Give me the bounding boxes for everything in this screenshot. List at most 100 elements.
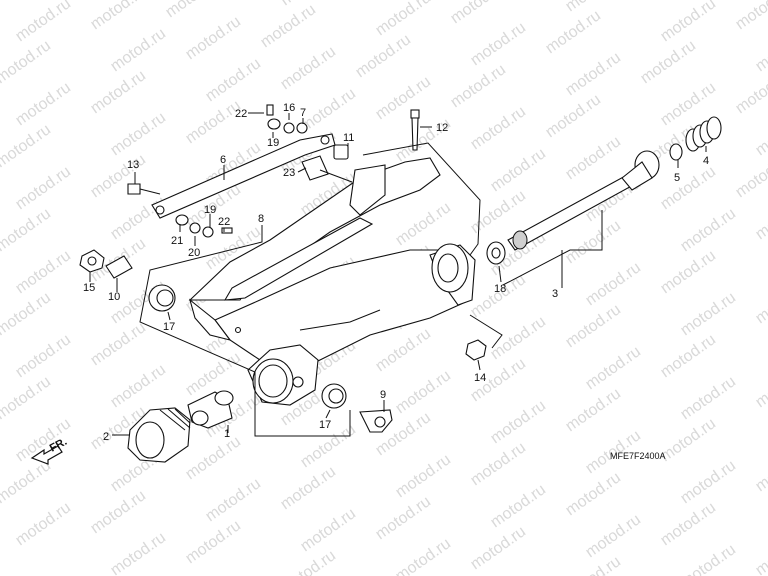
watermark-text: motod.ru [543,7,604,57]
part-number: 22 [218,216,230,228]
watermark-text: motod.ru [278,463,339,513]
swingarm-body [188,157,476,406]
bolt-13 [127,183,161,195]
part-number: 3 [552,288,558,300]
watermark-text: motod.ru [183,433,244,483]
leader-lines [89,112,707,437]
watermark-text: motod.ru [753,361,768,411]
watermark-text: motod.ru [0,205,54,255]
bearing-17b [321,383,347,409]
universal-joint [187,390,234,429]
watermark-text: motod.ru [468,523,529,573]
part-number: 9 [380,389,386,401]
watermark-text: motod.ru [733,0,768,33]
part-number: 2 [103,431,109,443]
watermark-text: motod.ru [753,529,768,576]
bearing-17a [148,284,176,312]
nut-15 [79,249,105,273]
boot-2 [127,407,191,463]
bolt-11 [333,144,349,160]
part-number: 5 [674,172,680,184]
watermark-text: motod.ru [658,415,719,465]
part-number: 13 [127,159,139,171]
part-number: 16 [283,102,295,114]
watermark-text: motod.ru [448,0,509,27]
watermark-text: motod.ru [563,385,624,435]
bolt-23 [301,155,353,183]
watermark-text: motod.ru [0,121,54,171]
watermark-text: motod.ru [88,67,149,117]
part-number: 6 [220,154,226,166]
watermark-text: motod.ru [258,1,319,51]
plug-9 [359,409,393,433]
watermark-text: motod.ru [658,499,719,549]
drive-shaft [486,150,660,265]
watermark-text: motod.ru [563,133,624,183]
front-arrow-icon [30,445,63,465]
pivot-bolt-10 [105,255,133,279]
watermark-text: motod.ru [753,445,768,495]
spring [685,116,722,152]
watermark-text: motod.ru [278,43,339,93]
watermark-text: motod.ru [163,0,224,21]
watermark-text: motod.ru [468,439,529,489]
part-number: 20 [188,247,200,259]
watermark-text: motod.ru [0,0,54,3]
bolt-12 [410,109,420,151]
front-indicator: FR. [30,436,69,465]
part-number: 19 [204,204,216,216]
watermark-text: motod.ru [88,319,149,369]
diagram-code: MFE7F2400A [610,451,666,461]
watermark-text: motod.ru [373,73,434,123]
part-number: 15 [83,282,95,294]
part-number: 17 [319,419,331,431]
watermark-text: motod.ru [0,37,54,87]
watermark-text: motod.ru [468,103,529,153]
watermark-text: motod.ru [0,457,54,507]
watermark-text: motod.ru [468,271,529,321]
watermark-text: motod.ru [658,247,719,297]
watermark-text: motod.ru [563,301,624,351]
watermark-text: motod.ru [753,109,768,159]
part-number: 18 [494,283,506,295]
watermark-text: motod.ru [753,193,768,243]
watermark-text: motod.ru [753,277,768,327]
watermark-text: motod.ru [468,187,529,237]
part-number: 21 [171,235,183,247]
part-number: 14 [474,372,486,384]
watermark-text: motod.ru [353,31,414,81]
watermark-text: motod.ru [563,217,624,267]
watermark-text: motod.ru [183,97,244,147]
watermark-text: motod.ru [658,163,719,213]
watermark-text: motod.ru [0,373,54,423]
watermark-text: motod.ru [373,493,434,543]
swingarm-drawing [79,104,722,463]
watermark-text: motod.ru [13,499,74,549]
watermark-text: motod.ru [678,541,739,576]
part-number: 23 [283,167,295,179]
watermark-text: motod.ru [108,529,169,576]
watermark-text: motod.ru [183,349,244,399]
part-number: 10 [108,291,120,303]
part-number: 12 [436,122,448,134]
watermark-text: motod.ru [88,487,149,537]
part-number: 1 [224,428,230,440]
part-number-labels: 1 2 3 4 5 6 7 8 9 10 11 12 13 14 15 16 1… [83,102,709,443]
watermark-text: motod.ru [373,325,434,375]
watermark-text: motod.ru [88,0,149,33]
part-number: 4 [703,155,709,167]
watermark-text: motod.ru [638,0,699,3]
watermark-text: motod.ru [638,37,699,87]
watermark-text: motod.ru [183,517,244,567]
part-number: 7 [300,107,306,119]
watermark-text: motod.ru [448,61,509,111]
watermark-text: motod.ru [183,13,244,63]
watermark-text: motod.ru [0,289,54,339]
part-number: 8 [258,213,264,225]
watermark-text: motod.ru [753,25,768,75]
part-number: 11 [343,132,354,144]
circlip [669,143,683,161]
watermark-text: motod.ru [658,331,719,381]
